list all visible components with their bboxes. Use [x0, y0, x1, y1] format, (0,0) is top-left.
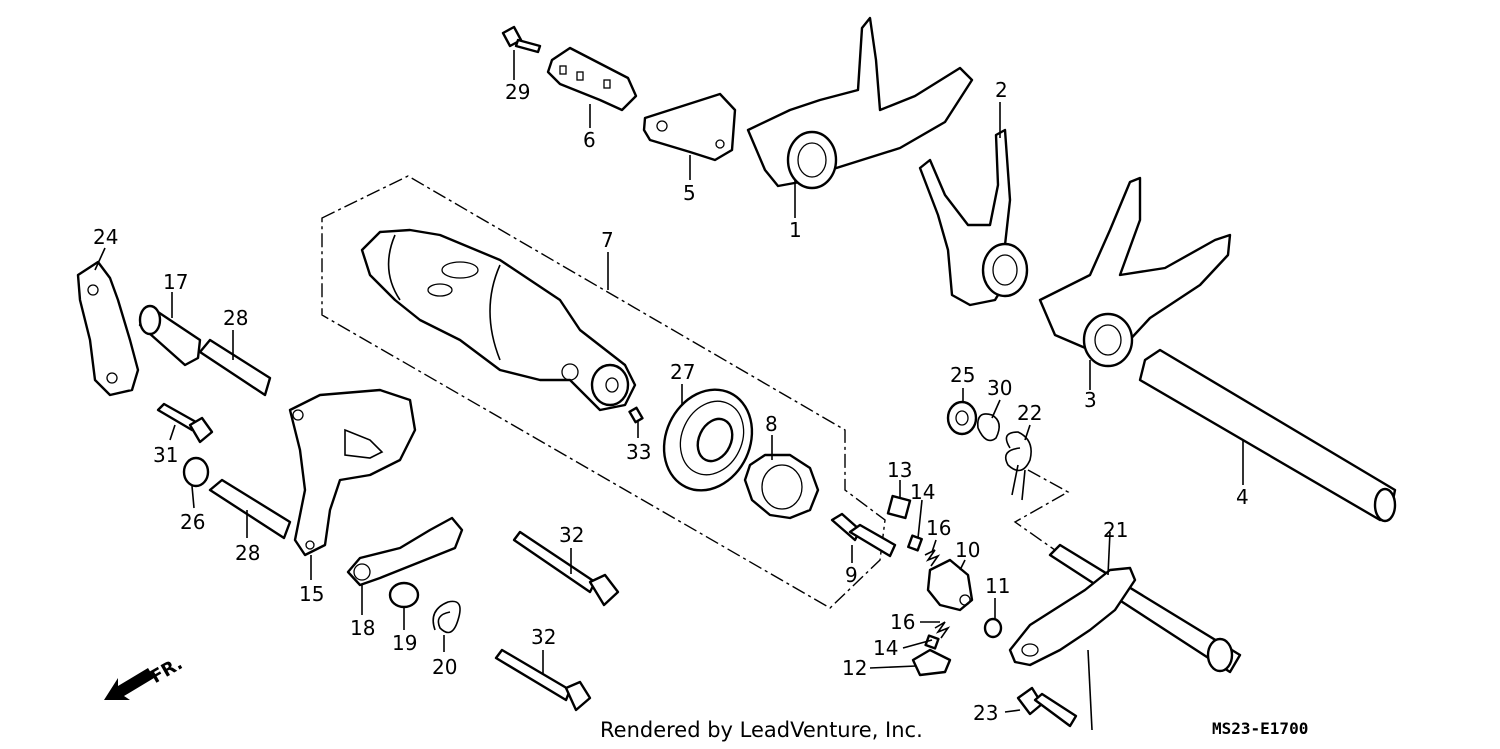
- callout-4: 4: [1236, 485, 1249, 509]
- callout-25: 25: [950, 363, 976, 387]
- part-2-shift-fork: [918, 128, 1029, 307]
- part-22-spring: [1004, 431, 1032, 501]
- callout-2: 2: [995, 78, 1008, 102]
- callout-18: 18: [350, 616, 376, 640]
- part-25-washer: [946, 400, 978, 436]
- callout-22: 22: [1017, 401, 1043, 425]
- callout-1: 1: [789, 218, 802, 242]
- part-16-spring-lower: [934, 621, 951, 639]
- part-20-spring: [432, 600, 461, 634]
- drum-assembly-outline: [321, 175, 886, 609]
- callout-13: 13: [887, 458, 913, 482]
- callout-16-lower: 16: [890, 610, 916, 634]
- part-33-pin: [628, 406, 644, 424]
- front-direction-arrow: [104, 668, 154, 700]
- part-27-bearing: [662, 388, 754, 492]
- callout-20: 20: [432, 655, 458, 679]
- part-14-pin-upper: [907, 534, 923, 552]
- callout-31: 31: [153, 443, 179, 467]
- part-28-dowel-lower: [208, 478, 292, 540]
- callout-6: 6: [583, 128, 596, 152]
- callout-10: 10: [955, 538, 981, 562]
- part-31-bolt: [156, 402, 214, 444]
- callout-21: 21: [1103, 518, 1129, 542]
- part-11-collar: [983, 617, 1003, 639]
- part-23-bolt: [1016, 686, 1078, 728]
- render-credit: Rendered by LeadVenture, Inc.: [600, 718, 923, 742]
- part-3-shift-fork: [1038, 176, 1232, 368]
- part-29-bolt: [501, 25, 542, 54]
- part-32-bolt-lower: [494, 648, 592, 712]
- leader-lines: [94, 50, 1244, 731]
- part-15-plate: [288, 388, 417, 557]
- callout-16-upper: 16: [926, 516, 952, 540]
- part-10-shifter: [926, 558, 974, 612]
- part-1-shift-fork: [746, 16, 974, 190]
- callout-28-lower: 28: [235, 541, 261, 565]
- part-9-shaft: [830, 512, 897, 558]
- callout-7: 7: [601, 228, 614, 252]
- part-16-spring-upper: [924, 549, 941, 567]
- part-32-bolt-upper: [512, 530, 620, 607]
- part-19-collar: [388, 581, 420, 609]
- callout-11: 11: [985, 574, 1011, 598]
- callout-14-upper: 14: [910, 480, 936, 504]
- part-12-plunger: [911, 648, 952, 677]
- part-7-shift-drum: [360, 228, 637, 412]
- callout-24: 24: [93, 225, 119, 249]
- callout-9: 9: [845, 563, 858, 587]
- part-8-drum-center: [743, 453, 820, 520]
- part-18-stopper-arm: [346, 516, 464, 587]
- callout-32-lower: 32: [531, 625, 557, 649]
- callout-17: 17: [163, 270, 189, 294]
- callout-5: 5: [683, 181, 696, 205]
- callout-23: 23: [973, 701, 999, 725]
- callout-27: 27: [670, 360, 696, 384]
- callout-14-lower: 14: [873, 636, 899, 660]
- part-26-washer: [182, 456, 210, 488]
- part-14-pin-lower: [924, 634, 940, 650]
- part-4-fork-shaft: [1138, 348, 1397, 523]
- part-5-plate: [642, 92, 737, 162]
- callout-33: 33: [626, 440, 652, 464]
- callout-8: 8: [765, 412, 778, 436]
- callout-29: 29: [505, 80, 531, 104]
- part-28-dowel-upper: [198, 338, 272, 397]
- part-21-shift-spindle: [1008, 543, 1242, 674]
- callout-26: 26: [180, 510, 206, 534]
- callout-19: 19: [392, 631, 418, 655]
- callout-28-upper: 28: [223, 306, 249, 330]
- callout-15: 15: [299, 582, 325, 606]
- part-6-plate: [546, 46, 638, 112]
- shift-shaft-assembly-outline: [1013, 469, 1070, 556]
- callout-32-upper: 32: [559, 523, 585, 547]
- part-13-plunger: [886, 494, 912, 520]
- callout-12: 12: [842, 656, 868, 680]
- callout-3: 3: [1084, 388, 1097, 412]
- callout-30: 30: [987, 376, 1013, 400]
- part-30-clip: [976, 413, 1000, 442]
- diagram-code: MS23-E1700: [1212, 719, 1309, 738]
